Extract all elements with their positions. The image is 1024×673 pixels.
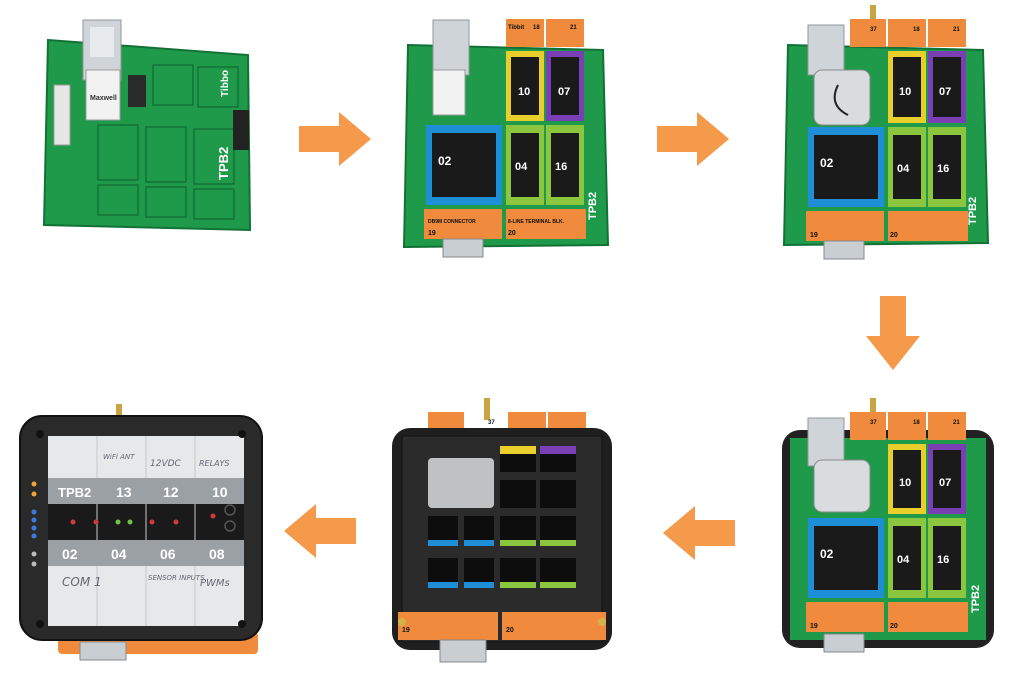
header-slot-number: 21 xyxy=(953,27,960,33)
slot-number-16: 16 xyxy=(555,161,567,173)
arrow-right-icon xyxy=(657,112,729,166)
arrow-right-icon xyxy=(299,112,371,166)
board-model-label: TPB2 xyxy=(970,585,982,613)
board-brand-label: Tibbo xyxy=(220,70,231,97)
header-slot-number: 37 xyxy=(870,27,877,33)
slot-number-16: 16 xyxy=(937,554,949,566)
case-top-number: 13 xyxy=(116,484,132,500)
case-bottom-label: PWMs xyxy=(200,578,230,589)
maxwell-label: Maxwell xyxy=(90,95,117,102)
header-slot-number: 37 xyxy=(488,420,495,426)
terminal-block-label: 8-LINE TERMINAL BLK. xyxy=(508,219,565,225)
case-top-label: WiFi ANT xyxy=(103,453,135,461)
case-bottom-number: 04 xyxy=(111,546,127,562)
case-bottom-number: 08 xyxy=(209,546,225,562)
header-slot-number: 18 xyxy=(913,27,920,33)
slot-number-10: 10 xyxy=(899,86,911,98)
slot-number-02: 02 xyxy=(820,547,834,561)
case-bottom-label: SENSOR INPUTS xyxy=(148,574,205,582)
case-top-number: 12 xyxy=(163,484,179,500)
header-slot-number: 18 xyxy=(913,420,920,426)
case-bottom-number: 06 xyxy=(160,546,176,562)
stage-4-case-base: 37 18 21 10 07 02 04 16 19 20 TPB2 xyxy=(778,398,998,670)
slot-number-10: 10 xyxy=(899,477,911,489)
slot-number-07: 07 xyxy=(939,86,951,98)
slot-number-10: 10 xyxy=(518,86,530,98)
arrow-down-icon xyxy=(866,296,920,370)
header-slot-number: 21 xyxy=(570,25,577,31)
slot-number-19: 19 xyxy=(428,230,436,237)
stage-5-frame-installed: 37 19 20 xyxy=(388,398,616,670)
stage-3-wireless-added: 37 18 21 10 07 02 04 16 19 20 TPB2 xyxy=(778,5,993,265)
arrow-left-icon xyxy=(284,504,356,558)
stage-1-bare-board: Maxwell TPB2 Tibbo xyxy=(38,15,260,240)
board-model-label: TPB2 xyxy=(587,192,599,220)
db9-connector-label: DB9M CONNECTOR xyxy=(428,219,476,225)
board-model-label: TPB2 xyxy=(967,197,979,225)
slot-number-04: 04 xyxy=(897,554,910,566)
slot-number-19: 19 xyxy=(402,627,410,634)
slot-number-19: 19 xyxy=(810,623,818,630)
stage-2-tibbits-installed: Tibbit 18 21 10 07 02 04 16 DB9M CONNECT… xyxy=(398,15,613,260)
header-slot-number: 37 xyxy=(870,420,877,426)
tibbit-brand-label: Tibbit xyxy=(508,25,524,31)
slot-number-07: 07 xyxy=(558,86,570,98)
slot-number-07: 07 xyxy=(939,477,951,489)
slot-number-19: 19 xyxy=(810,232,818,239)
slot-number-04: 04 xyxy=(897,163,910,175)
case-top-label: RELAYS xyxy=(199,459,230,468)
slot-number-02: 02 xyxy=(820,156,834,170)
header-slot-number: 18 xyxy=(533,25,540,31)
arrow-left-icon xyxy=(663,506,735,560)
board-model-label: TPB2 xyxy=(216,147,231,180)
case-model-label: TPB2 xyxy=(58,485,91,500)
case-bottom-label: COM 1 xyxy=(62,575,102,589)
slot-number-20: 20 xyxy=(890,232,898,239)
stage-6-finished-enclosure: TPB2 13 12 10 WiFi ANT 12VDC RELAYS 02 0… xyxy=(18,404,268,666)
case-bottom-number: 02 xyxy=(62,546,78,562)
slot-number-16: 16 xyxy=(937,163,949,175)
slot-number-02: 02 xyxy=(438,154,452,168)
slot-number-20: 20 xyxy=(890,623,898,630)
case-top-number: 10 xyxy=(212,484,228,500)
case-top-label: 12VDC xyxy=(150,459,182,469)
header-slot-number: 21 xyxy=(953,420,960,426)
slot-number-20: 20 xyxy=(506,627,514,634)
slot-number-20: 20 xyxy=(508,230,516,237)
slot-number-04: 04 xyxy=(515,161,528,173)
